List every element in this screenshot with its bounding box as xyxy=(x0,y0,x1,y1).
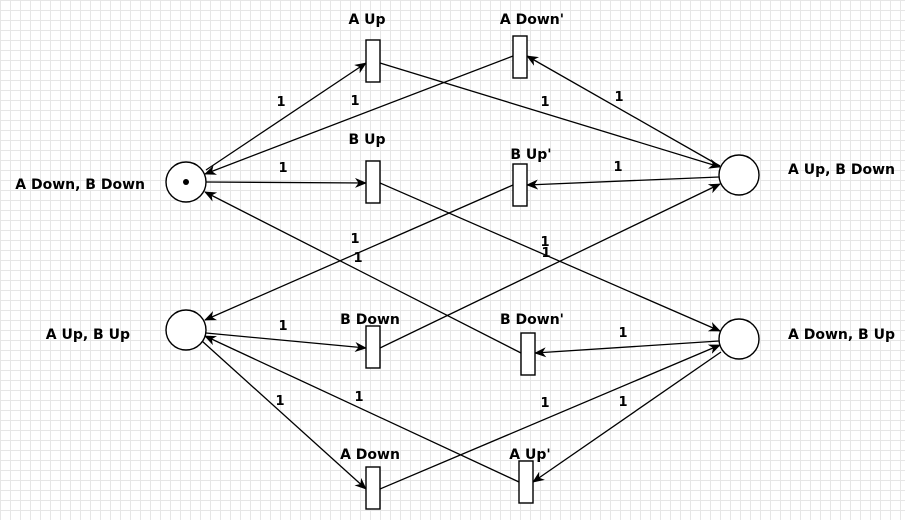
arc-weight-label: 1 xyxy=(276,95,285,110)
transition-t-a-down-p[interactable] xyxy=(512,35,528,79)
arc-p_ad_bd-to-t_b_up xyxy=(205,177,367,188)
transition-label: A Up' xyxy=(509,447,550,463)
transition-label: B Up xyxy=(349,132,386,148)
labels-layer: A Down, B Down A Up, B Down A Up, B Up A Do… xyxy=(15,12,895,463)
arc-t_b_down_p-to-p_ad_bd xyxy=(204,191,522,354)
place-p-ad-bu[interactable] xyxy=(718,318,760,360)
arcs-layer xyxy=(201,55,722,490)
arc-p_au_bd-to-t_b_up_p xyxy=(526,176,720,190)
arc-p_au_bu-to-t_b_down xyxy=(205,332,367,352)
arc-p_ad_bu-to-t_b_down_p xyxy=(534,340,720,358)
arc-weight-label: 1 xyxy=(278,161,287,176)
arc-weight-label: 1 xyxy=(350,232,359,247)
token xyxy=(183,179,189,185)
place-label: A Up, B Up xyxy=(46,327,130,343)
place-label: A Down, B Down xyxy=(15,177,145,193)
transition-label: B Down xyxy=(340,312,400,328)
arc-weight-label: 1 xyxy=(618,326,627,341)
arc-weight-label: 1 xyxy=(618,395,627,410)
place-label: A Down, B Up xyxy=(788,327,895,343)
transition-label: B Down' xyxy=(500,312,564,328)
transition-t-a-down[interactable] xyxy=(365,466,381,510)
transition-label: B Up' xyxy=(510,147,551,163)
arc-p_au_bu-to-t_a_down xyxy=(201,340,367,490)
arc-t_b_up_p-to-p_au_bu xyxy=(204,184,514,321)
place-p-au-bu[interactable] xyxy=(165,309,207,351)
transition-t-b-down[interactable] xyxy=(365,325,381,369)
arc-p_ad_bu-to-t_a_up_p xyxy=(532,351,722,483)
arc-t_a_down-to-p_ad_bu xyxy=(379,344,721,490)
arc-p_au_bd-to-t_a_down_p xyxy=(526,55,721,167)
arc-weight-label: 1 xyxy=(614,90,623,105)
transition-t-b-up[interactable] xyxy=(365,160,381,204)
arc-t_a_up_p-to-p_au_bu xyxy=(204,335,520,483)
arc-t_a_down_p-to-p_ad_bd xyxy=(204,55,514,175)
place-label: A Up, B Down xyxy=(788,162,895,178)
arc-p_ad_bd-to-t_a_up xyxy=(205,62,367,171)
arc-t_b_up-to-p_ad_bu xyxy=(379,182,721,332)
arc-t_b_down-to-p_au_bd xyxy=(379,183,721,349)
transition-t-a-up-p[interactable] xyxy=(518,460,534,504)
arc-weight-label: 1 xyxy=(353,251,362,266)
nodes-layer xyxy=(165,35,760,510)
arc-weight-label: 1 xyxy=(613,160,622,175)
transition-label: A Up xyxy=(348,12,385,28)
transition-t-b-down-p[interactable] xyxy=(520,332,536,376)
arc-weight-label: 1 xyxy=(540,95,549,110)
place-p-au-bd[interactable] xyxy=(718,154,760,196)
transition-label: A Down xyxy=(340,447,400,463)
arc-t_a_up-to-p_au_bd xyxy=(379,62,721,169)
arc-weight-label: 1 xyxy=(350,94,359,109)
transition-t-b-up-p[interactable] xyxy=(512,163,528,207)
arc-weight-label: 1 xyxy=(540,235,549,250)
arc-weight-label: 1 xyxy=(540,396,549,411)
arc-weight-label: 1 xyxy=(541,246,550,261)
arc-weight-label: 1 xyxy=(354,390,363,405)
arc-weight-label: 1 xyxy=(275,394,284,409)
transition-label: A Down' xyxy=(500,12,564,28)
transition-t-a-up[interactable] xyxy=(365,39,381,83)
arc-weight-label: 1 xyxy=(278,319,287,334)
